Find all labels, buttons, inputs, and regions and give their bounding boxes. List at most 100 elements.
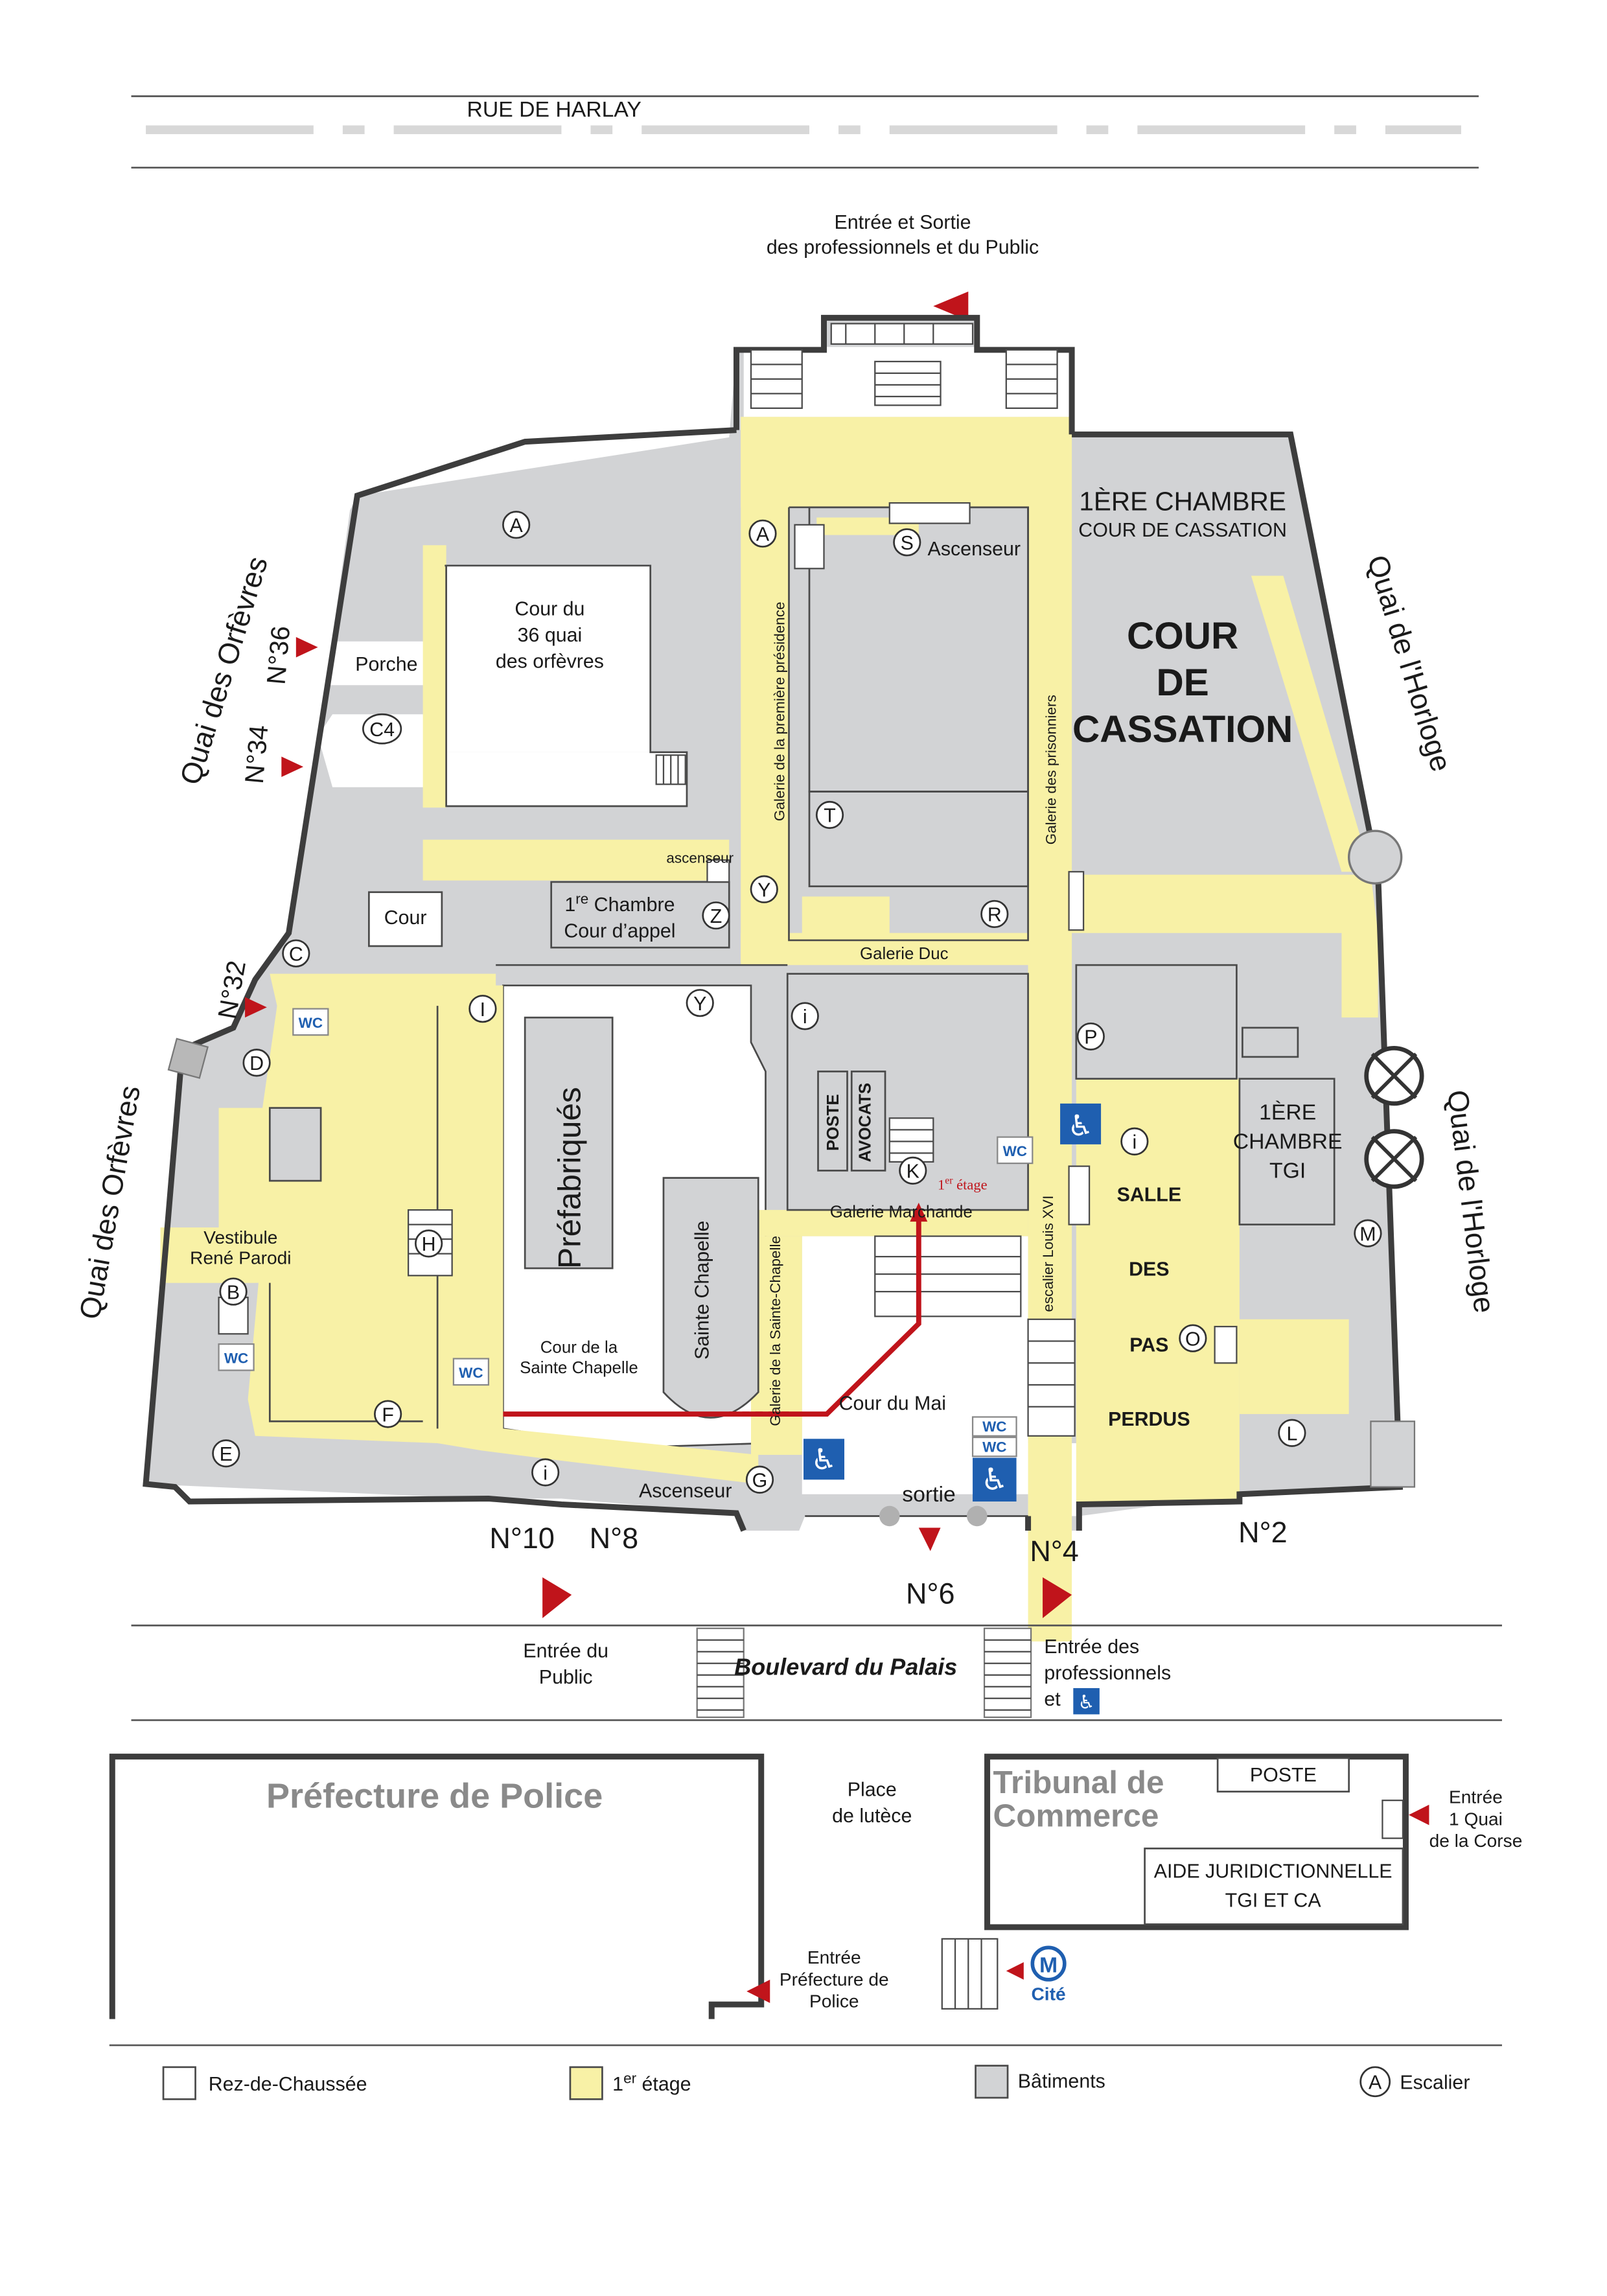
stair-d-marker: D — [249, 1053, 264, 1074]
legend-first-floor-label: 1er étage — [612, 2070, 691, 2095]
metro-icon — [1030, 1945, 1067, 1982]
stair-z-marker: Z — [710, 906, 723, 927]
bollard-icon — [967, 1505, 988, 1527]
chambre-tgi-label-3: TGI — [1269, 1159, 1306, 1183]
wheelchair-icon — [973, 1457, 1017, 1502]
galerie-marchande-label: Galerie Marchande — [830, 1203, 973, 1221]
wc-icon: WC — [459, 1365, 483, 1381]
boulevard-label: Boulevard du Palais — [734, 1654, 957, 1680]
corse-entrance-label-2: 1 Quai — [1449, 1809, 1503, 1829]
ascenseur-small-label: ascenseur — [666, 850, 734, 866]
poste-label: POSTE — [824, 1094, 842, 1151]
svg-text:♿: ♿ — [981, 1463, 1008, 1497]
premiere-chambre-cassation-label: 1ÈRE CHAMBRE — [1079, 486, 1286, 516]
cour-du-mai-label: Cour du Mai — [839, 1393, 946, 1414]
cour-cassation-label-1: COUR — [1127, 615, 1238, 657]
wheelchair-icon — [1073, 1687, 1100, 1715]
stair-c4-marker: C4 — [369, 719, 395, 741]
accessibility-icons: ♿ ♿ ♿ ♿ — [804, 1103, 1102, 1715]
stair-y-marker: Y — [693, 993, 706, 1015]
premier-etage-label: 1er étage — [938, 1176, 988, 1193]
aide-juridictionnelle-label-1: AIDE JURIDICTIONNELLE — [1154, 1861, 1393, 1882]
stair-g-marker: G — [752, 1470, 768, 1492]
top-entrance-label-1: Entrée et Sortie — [835, 212, 971, 233]
prefabriques-label: Préfabriqués — [552, 1087, 588, 1269]
stair-s-marker: S — [901, 533, 914, 554]
number-4-label: N°4 — [1030, 1535, 1079, 1568]
chambre-appel-label-2: Cour d’appel — [564, 920, 675, 942]
info-icon: i — [1132, 1132, 1137, 1154]
quai-orfevres-lower-label: Quai des Orfèvres — [73, 1083, 146, 1321]
vestibule-label-2: René Parodi — [190, 1247, 291, 1268]
public-entrance-label-2: Public — [539, 1667, 593, 1688]
vestibule-label-1: Vestibule — [203, 1227, 277, 1247]
wc-badges: WC WC WC WC WC WC — [218, 1008, 1034, 1457]
cour-36-label-3: des orfèvres — [496, 651, 604, 672]
cour-cassation-label-3: CASSATION — [1072, 708, 1293, 750]
number-6-label: N°6 — [906, 1577, 955, 1610]
number-10-label: N°10 — [489, 1522, 555, 1555]
entrance-arrow-icon — [245, 997, 267, 1018]
professional-entrance-label-1: Entrée des — [1044, 1636, 1139, 1658]
cour-label: Cour — [384, 907, 427, 929]
prefecture-de-police: Préfecture de Police Entrée Préfecture d… — [109, 1754, 889, 2019]
boulevard-du-palais: Boulevard du Palais Entrée du Public Ent… — [131, 1624, 1502, 1721]
svg-text:♿: ♿ — [811, 1443, 837, 1476]
wheelchair-icon — [804, 1439, 845, 1480]
wc-icon: WC — [299, 1015, 323, 1031]
legend-buildings-label: Bâtiments — [1018, 2070, 1105, 2092]
legend-stair-label: Escalier — [1400, 2072, 1470, 2094]
tribunal-label-2: Commerce — [993, 1798, 1159, 1834]
stair-o-marker: O — [1185, 1328, 1201, 1350]
top-entrance-label-2: des professionnels et du Public — [767, 237, 1039, 258]
stair-l-marker: L — [1286, 1424, 1297, 1445]
stair-markers: A A S T R Y Z C4 C D B E F H I Y G K P — [212, 511, 1382, 1494]
rue-de-harlay-label: RUE DE HARLAY — [467, 97, 641, 122]
tribunal-label-1: Tribunal de — [993, 1765, 1164, 1800]
stair-a-marker: A — [756, 524, 770, 546]
legend-ground-floor-swatch — [162, 2066, 196, 2100]
stair-c-marker: C — [289, 944, 303, 965]
entrance-arrow-icon — [281, 756, 304, 777]
place-lutece-label-1: Place — [848, 1779, 897, 1800]
wc-icon: WC — [224, 1350, 248, 1366]
chambre-tgi-label-1: 1ÈRE — [1259, 1100, 1316, 1125]
porche-label: Porche — [355, 654, 417, 675]
info-icon: i — [543, 1463, 548, 1484]
escalier-louis-xvi-label: escalier Louis XVI — [1040, 1196, 1056, 1312]
cour-36-label-2: 36 quai — [518, 625, 583, 646]
metro-label: Cité — [1032, 1984, 1066, 2004]
cour-36-label-1: Cour du — [514, 598, 584, 620]
entrance-arrow-icon — [295, 637, 318, 658]
galerie-duc-label: Galerie Duc — [860, 945, 949, 963]
stair-p-marker: P — [1084, 1027, 1097, 1049]
place-lutece-label-2: de lutèce — [832, 1805, 912, 1827]
stair-t-marker: T — [824, 806, 836, 827]
bollard-icon — [879, 1505, 900, 1527]
prefecture-entrance-label-2: Préfecture de — [780, 1969, 889, 1989]
premiere-chambre-cassation-sub-label: COUR DE CASSATION — [1078, 520, 1287, 541]
ascenseur-top-label: Ascenseur — [928, 539, 1021, 560]
professional-entrance-label-3: et — [1044, 1689, 1061, 1710]
prefecture-entrance-label-1: Entrée — [807, 1947, 861, 1967]
stair-e-marker: E — [220, 1444, 233, 1465]
aide-juridictionnelle-label-2: TGI ET CA — [1225, 1890, 1322, 1911]
legend: Rez-de-Chaussée 1er étage Bâtiments A Es… — [109, 2044, 1502, 2100]
public-entrance-label-1: Entrée du — [523, 1641, 608, 1662]
svg-text:♿: ♿ — [1067, 1109, 1093, 1142]
cour-sainte-chapelle-label-1: Cour de la — [540, 1339, 618, 1357]
stair-h-marker: H — [422, 1234, 436, 1255]
stair-r-marker: R — [988, 905, 1002, 926]
stair-a-marker: A — [510, 515, 524, 537]
svg-text:♿: ♿ — [1078, 1692, 1094, 1713]
corse-entrance-label-3: de la Corse — [1429, 1831, 1523, 1851]
info-icon: i — [803, 1006, 807, 1028]
stair-m-marker: M — [1359, 1223, 1376, 1245]
ascenseur-bottom-label: Ascenseur — [639, 1480, 732, 1502]
legend-buildings-swatch — [975, 2065, 1009, 2099]
stair-k-marker: K — [907, 1161, 919, 1183]
wc-icon: WC — [982, 1419, 1006, 1435]
wc-icon: WC — [1003, 1143, 1027, 1159]
main-building — [143, 314, 1424, 1641]
